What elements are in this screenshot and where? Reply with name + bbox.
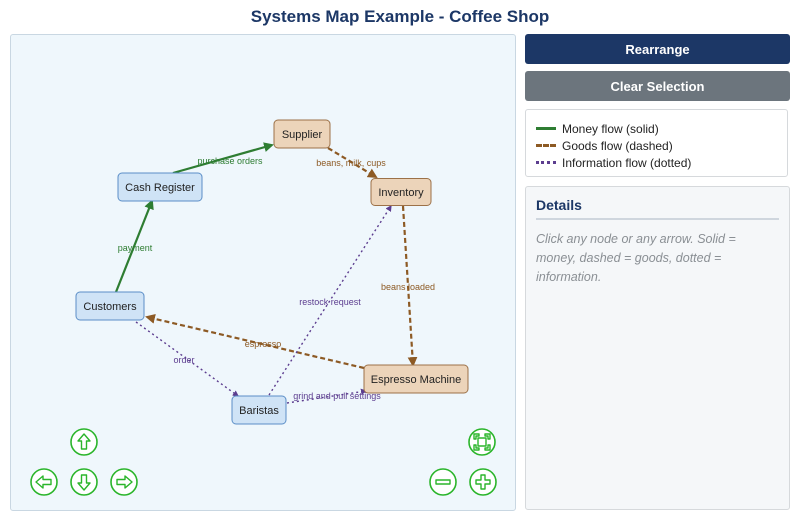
clear-selection-button[interactable]: Clear Selection <box>525 71 790 101</box>
details-title: Details <box>536 197 779 220</box>
legend-item-money: Money flow (solid) <box>536 120 777 137</box>
edge-label: restock request <box>299 297 361 307</box>
edge-label: beans, milk, cups <box>316 158 386 168</box>
fit-view-icon <box>473 433 491 451</box>
legend-item-goods: Goods flow (dashed) <box>536 137 777 154</box>
node-cash-register[interactable]: Cash Register <box>117 172 203 202</box>
node-label: Supplier <box>282 129 323 141</box>
details-panel: Details Click any node or any arrow. Sol… <box>525 186 790 510</box>
edge-cash-register-to-supplier[interactable] <box>172 142 274 175</box>
arrow-right-icon <box>116 475 133 489</box>
edge-label: payment <box>118 243 153 253</box>
solid-line-icon <box>536 127 556 130</box>
dotted-line-icon <box>536 161 556 164</box>
arrow-up-icon <box>77 433 91 450</box>
arrow-down-icon <box>77 474 91 491</box>
legend-label: Goods flow (dashed) <box>562 138 673 153</box>
pan-down-button[interactable] <box>70 468 98 496</box>
node-customers[interactable]: Customers <box>75 291 145 321</box>
rearrange-button[interactable]: Rearrange <box>525 34 790 64</box>
legend-item-information: Information flow (dotted) <box>536 154 777 171</box>
pan-up-button[interactable] <box>70 428 98 456</box>
edge-baristas-to-espresso-machine[interactable] <box>286 388 368 404</box>
node-label: Cash Register <box>125 182 195 194</box>
node-inventory[interactable]: Inventory <box>370 178 432 206</box>
edge-inventory-to-espresso-machine[interactable] <box>401 205 418 367</box>
details-text: Click any node or any arrow. Solid = mon… <box>536 232 736 284</box>
node-espresso-machine[interactable]: Espresso Machine <box>363 364 469 394</box>
node-label: Customers <box>83 301 137 313</box>
legend-label: Money flow (solid) <box>562 121 659 136</box>
edge-espresso-machine-to-customers[interactable] <box>145 313 365 370</box>
zoom-out-icon <box>435 479 451 485</box>
node-label: Espresso Machine <box>371 374 462 386</box>
pan-right-button[interactable] <box>110 468 138 496</box>
legend-label: Information flow (dotted) <box>562 155 692 170</box>
edge-customers-to-baristas[interactable] <box>135 321 240 397</box>
pan-left-button[interactable] <box>30 468 58 496</box>
zoom-out-button[interactable] <box>429 468 457 496</box>
fit-view-button[interactable] <box>468 428 496 456</box>
zoom-in-icon <box>475 474 491 490</box>
page-title: Systems Map Example - Coffee Shop <box>250 7 550 26</box>
zoom-in-button[interactable] <box>469 468 497 496</box>
legend: Money flow (solid) Goods flow (dashed) I… <box>525 109 788 177</box>
edge-label: purchase orders <box>197 156 263 166</box>
dashed-line-icon <box>536 144 556 147</box>
edge-label: grind and pull settings <box>293 391 381 401</box>
edge-supplier-to-inventory[interactable] <box>327 147 378 179</box>
node-label: Inventory <box>378 187 424 199</box>
node-supplier[interactable]: Supplier <box>273 119 331 149</box>
edge-customers-to-cash-register[interactable] <box>114 199 154 293</box>
arrow-left-icon <box>35 475 52 489</box>
edge-label: espresso <box>245 339 282 349</box>
node-baristas[interactable]: Baristas <box>231 395 287 425</box>
edge-label: order <box>173 355 194 365</box>
node-label: Baristas <box>239 405 279 417</box>
edge-label: beans loaded <box>381 282 435 292</box>
